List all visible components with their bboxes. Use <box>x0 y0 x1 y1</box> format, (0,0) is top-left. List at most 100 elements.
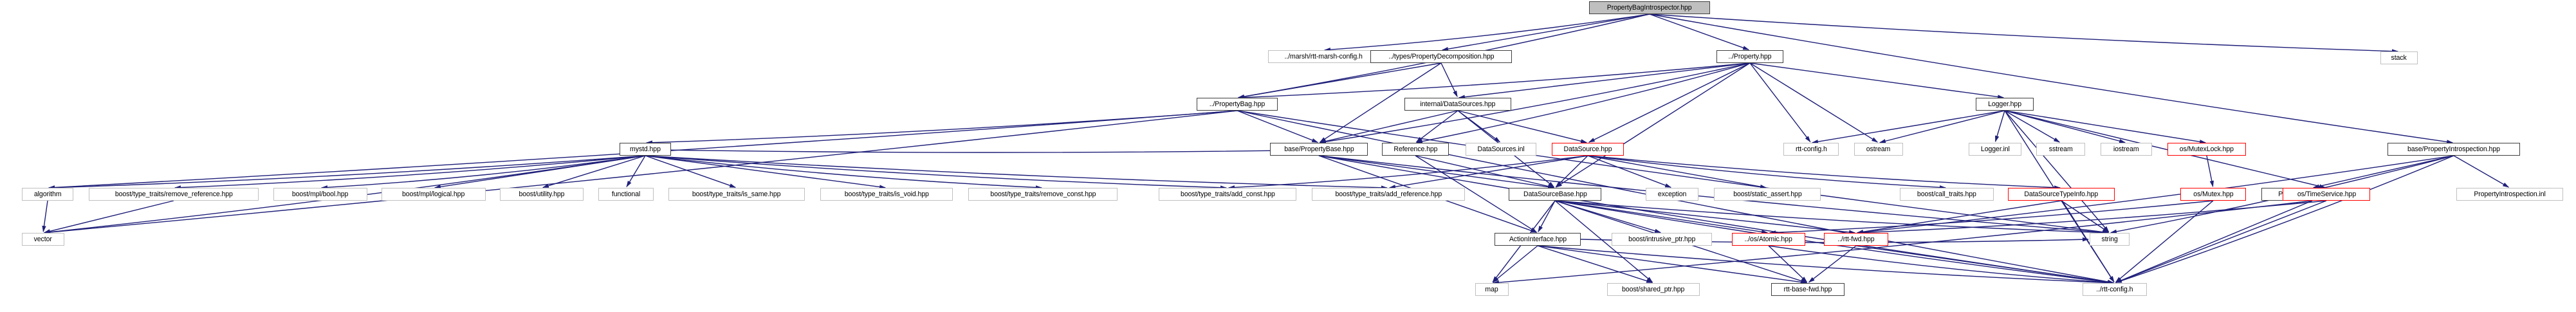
graph-edge <box>542 155 646 188</box>
graph-node-label: ostream <box>1866 145 1891 153</box>
graph-edge <box>1588 62 1751 143</box>
graph-node[interactable]: DataSource.hpp <box>1552 143 1624 156</box>
graph-node[interactable]: boost/shared_ptr.hpp <box>1607 283 1700 296</box>
graph-node-label: rtt-base-fwd.hpp <box>1783 285 1832 293</box>
graph-node[interactable]: ostream <box>1854 143 1903 156</box>
graph-edge <box>1587 155 1947 190</box>
graph-node[interactable]: PropertyBagIntrospector.hpp <box>1589 1 1710 14</box>
graph-node[interactable]: ../rtt-config.h <box>2083 283 2147 296</box>
graph-node[interactable]: boost/type_traits/remove_reference.hpp <box>89 188 259 201</box>
graph-node-label: ../rtt-config.h <box>2096 285 2133 293</box>
graph-node[interactable]: boost/type_traits/remove_const.hpp <box>968 188 1118 201</box>
graph-node-label: ../Property.hpp <box>1728 52 1772 60</box>
graph-node[interactable]: Logger.inl <box>1969 143 2021 156</box>
graph-node[interactable]: string <box>2090 233 2130 246</box>
graph-node[interactable]: boost/type_traits/is_same.hpp <box>668 188 805 201</box>
graph-node[interactable]: internal/DataSources.hpp <box>1404 98 1511 111</box>
graph-node[interactable]: boost/mpl/bool.hpp <box>273 188 367 201</box>
graph-node[interactable]: DataSourceBase.hpp <box>1509 188 1601 201</box>
graph-node-label: DataSource.hpp <box>1563 145 1612 153</box>
graph-edge <box>1388 155 1588 189</box>
graph-edge <box>43 200 174 234</box>
graph-node[interactable]: base/PropertyIntrospection.hpp <box>2387 143 2520 156</box>
graph-node[interactable]: Logger.hpp <box>1976 98 2034 111</box>
graph-node[interactable]: base/PropertyBase.hpp <box>1270 143 1368 156</box>
graph-node[interactable]: mystd.hpp <box>620 143 671 156</box>
graph-node-label: DataSourceTypeInfo.hpp <box>2024 190 2099 198</box>
graph-node[interactable]: algorithm <box>22 188 73 201</box>
graph-node[interactable]: DataSources.inl <box>1466 143 1536 156</box>
graph-node[interactable]: boost/static_assert.hpp <box>1714 188 1821 201</box>
graph-edge <box>2004 110 2207 144</box>
graph-node[interactable]: map <box>1475 283 1509 296</box>
graph-edge <box>1649 14 1750 50</box>
graph-node[interactable]: ../types/PropertyDecomposition.hpp <box>1370 50 1512 63</box>
graph-node-label: Reference.hpp <box>1393 145 1438 153</box>
graph-node-label: algorithm <box>33 190 62 198</box>
graph-edge <box>1587 155 1672 188</box>
graph-edge <box>42 200 48 233</box>
graph-node[interactable]: PropertyIntrospection.inl <box>2456 188 2563 201</box>
graph-edge <box>1749 62 1879 143</box>
graph-node-label: rtt-config.h <box>1795 145 1827 153</box>
graph-node[interactable]: functional <box>598 188 654 201</box>
graph-edge <box>1319 62 1751 144</box>
graph-edge <box>1457 110 1588 143</box>
graph-node-label: boost/mpl/bool.hpp <box>292 190 349 198</box>
graph-node[interactable]: ../PropertyBag.hpp <box>1197 98 1278 111</box>
graph-node[interactable]: os/Mutex.hpp <box>2180 188 2246 201</box>
graph-node[interactable]: iostream <box>2101 143 2152 156</box>
graph-node[interactable]: DataSourceTypeInfo.hpp <box>2008 188 2115 201</box>
graph-node[interactable]: os/MutexLock.hpp <box>2167 143 2246 156</box>
graph-node-label: vector <box>33 235 53 243</box>
graph-node-label: boost/utility.hpp <box>519 190 565 198</box>
graph-node-label: boost/shared_ptr.hpp <box>1622 285 1685 293</box>
graph-node[interactable]: ../Property.hpp <box>1716 50 1783 63</box>
graph-edge <box>1237 110 1319 143</box>
graph-node-label: ../rtt-fwd.hpp <box>1837 235 1875 243</box>
graph-edge <box>646 110 1238 145</box>
graph-node[interactable]: os/TimeService.hpp <box>2283 188 2370 201</box>
graph-node-label: base/PropertyBase.hpp <box>1283 145 1354 153</box>
graph-node[interactable]: boost/intrusive_ptr.hpp <box>1612 233 1712 246</box>
graph-edge <box>1538 200 1556 233</box>
graph-edge <box>2312 155 2454 188</box>
graph-edge <box>620 147 1368 153</box>
graph-node[interactable]: ../marsh/rtt-marsh-config.h <box>1268 50 1379 63</box>
graph-node[interactable]: boost/type_traits/add_const.hpp <box>1159 188 1296 201</box>
graph-edge <box>43 110 1238 235</box>
graph-edge <box>1492 245 1538 283</box>
graph-node[interactable]: boost/type_traits/add_reference.hpp <box>1312 188 1465 201</box>
graph-edge <box>1318 155 2115 284</box>
graph-edge <box>2453 155 2510 188</box>
graph-edge <box>2206 155 2214 188</box>
graph-node[interactable]: ActionInterface.hpp <box>1495 233 1581 246</box>
graph-node[interactable]: rtt-base-fwd.hpp <box>1771 283 1845 296</box>
graph-node-label: stack <box>2391 53 2407 62</box>
graph-edge <box>1879 110 2005 143</box>
graph-edge <box>2004 110 2110 233</box>
graph-node[interactable]: exception <box>1646 188 1698 201</box>
graph-node[interactable]: sstream <box>2036 143 2085 156</box>
graph-node-label: boost/intrusive_ptr.hpp <box>1628 235 1696 243</box>
graph-node[interactable]: boost/call_traits.hpp <box>1900 188 1994 201</box>
graph-node-label: boost/type_traits/add_const.hpp <box>1180 190 1275 198</box>
graph-edge <box>2004 110 2126 143</box>
graph-node[interactable]: boost/mpl/logical.hpp <box>382 188 486 201</box>
graph-node[interactable]: Reference.hpp <box>1382 143 1449 156</box>
graph-edge <box>1554 200 1856 235</box>
graph-edge <box>2115 200 2313 283</box>
graph-node-label: ../marsh/rtt-marsh-config.h <box>1284 52 1363 60</box>
graph-edge <box>434 155 646 189</box>
graph-node[interactable]: ../rtt-fwd.hpp <box>1824 233 1888 246</box>
graph-node[interactable]: boost/utility.hpp <box>500 188 584 201</box>
graph-edge <box>174 155 646 190</box>
graph-node[interactable]: vector <box>22 233 64 246</box>
graph-edge <box>320 155 646 190</box>
graph-node[interactable]: stack <box>2380 51 2418 64</box>
graph-node-label: ActionInterface.hpp <box>1509 235 1567 243</box>
graph-node[interactable]: ../os/Atomic.hpp <box>1732 233 1805 246</box>
graph-node[interactable]: rtt-config.h <box>1783 143 1839 156</box>
graph-node[interactable]: boost/type_traits/is_void.hpp <box>820 188 953 201</box>
